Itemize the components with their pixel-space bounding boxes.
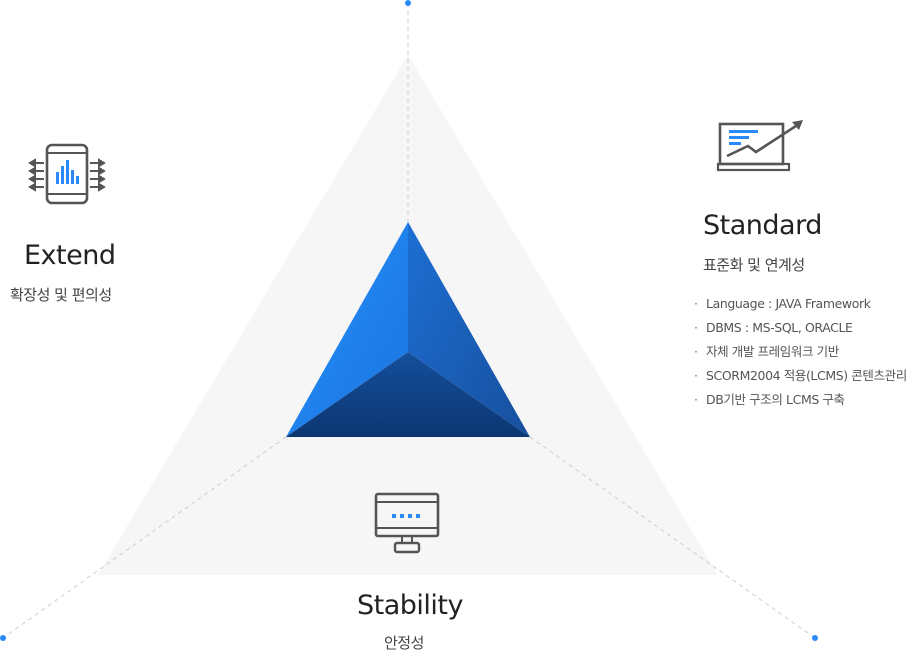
feature-text: SCORM2004 적용(LCMS) 콘텐츠관리 <box>706 368 907 383</box>
guide-line-left <box>2 436 287 639</box>
guide-dot-top <box>405 0 411 6</box>
laptop-growth-icon <box>716 120 803 172</box>
guide-line-right <box>529 436 816 639</box>
extend-title: Extend <box>24 240 116 271</box>
feature-text: DB기반 구조의 LCMS 구축 <box>706 392 845 407</box>
stability-subtitle: 안정성 <box>384 634 424 652</box>
monitor-icon <box>374 492 440 554</box>
list-item: ·자체 개발 프레임워크 기반 <box>694 344 839 359</box>
pyramid-face-bottom <box>286 352 530 437</box>
mobile-chart-icon <box>28 143 106 205</box>
feature-text: DBMS : MS-SQL, ORACLE <box>706 320 853 335</box>
guide-dot-left <box>0 635 6 641</box>
feature-text: Language : JAVA Framework <box>706 296 871 311</box>
extend-subtitle: 확장성 및 편의성 <box>10 286 112 304</box>
standard-feature-list: ·Language : JAVA Framework ·DBMS : MS-SQ… <box>694 294 907 414</box>
standard-title: Standard <box>703 210 822 241</box>
pyramid-face-right <box>408 222 530 437</box>
guide-dot-right <box>812 635 818 641</box>
stability-title: Stability <box>357 590 463 621</box>
list-item: ·DB기반 구조의 LCMS 구축 <box>694 392 845 407</box>
pyramid-face-left <box>286 222 408 437</box>
list-item: ·Language : JAVA Framework <box>694 296 871 311</box>
list-item: ·DBMS : MS-SQL, ORACLE <box>694 320 853 335</box>
central-pyramid <box>286 222 530 437</box>
feature-text: 자체 개발 프레임워크 기반 <box>706 344 839 359</box>
list-item: ·SCORM2004 적용(LCMS) 콘텐츠관리 <box>694 368 907 383</box>
standard-subtitle: 표준화 및 연계성 <box>703 256 805 274</box>
